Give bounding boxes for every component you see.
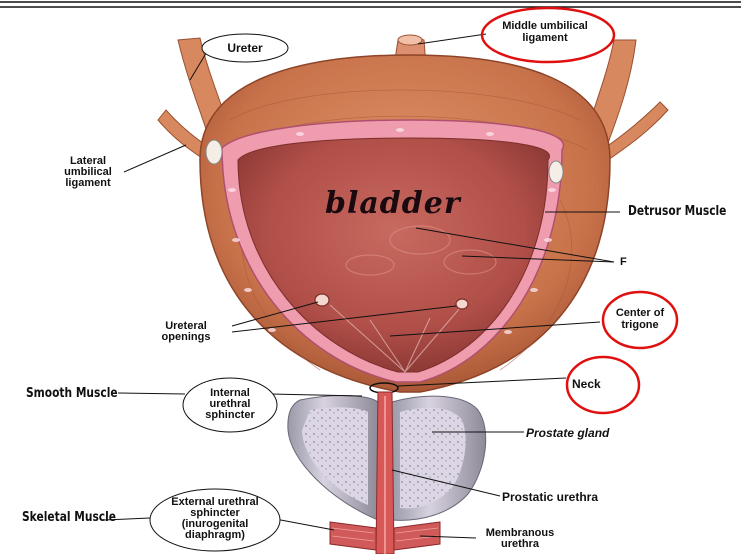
right-ureter-end	[549, 161, 563, 183]
label-prostate-gland: Prostate gland	[526, 426, 609, 440]
label-internal-urethral-sphincter: Internal urethral sphincter	[190, 388, 270, 421]
left-ureteral-opening	[315, 294, 329, 306]
bladder-title: bladder	[325, 186, 461, 221]
label-middle-umbilical-ligament: Middle umbilical ligament	[470, 20, 620, 44]
left-ureter-end	[206, 140, 222, 164]
label-f: F	[620, 256, 627, 268]
label-detrusor-muscle: Detrusor Muscle	[628, 204, 726, 219]
label-ureteral-openings: Ureteral openings	[146, 321, 226, 343]
label-smooth-muscle: Smooth Muscle	[26, 386, 118, 401]
label-membranous-urethra: Membranous urethra	[470, 528, 570, 550]
label-center-of-trigone: Center of trigone	[602, 307, 678, 331]
label-external-urethral-sphincter: External urethral sphincter (inurogenita…	[160, 497, 270, 541]
label-lateral-umbilical-ligament: Lateral umbilical ligament	[48, 156, 128, 189]
label-ureter: Ureter	[208, 41, 282, 55]
label-neck: Neck	[572, 377, 601, 391]
right-ureteral-opening	[456, 299, 468, 309]
label-skeletal-muscle: Skeletal Muscle	[22, 510, 116, 525]
label-prostatic-urethra: Prostatic urethra	[502, 490, 598, 504]
